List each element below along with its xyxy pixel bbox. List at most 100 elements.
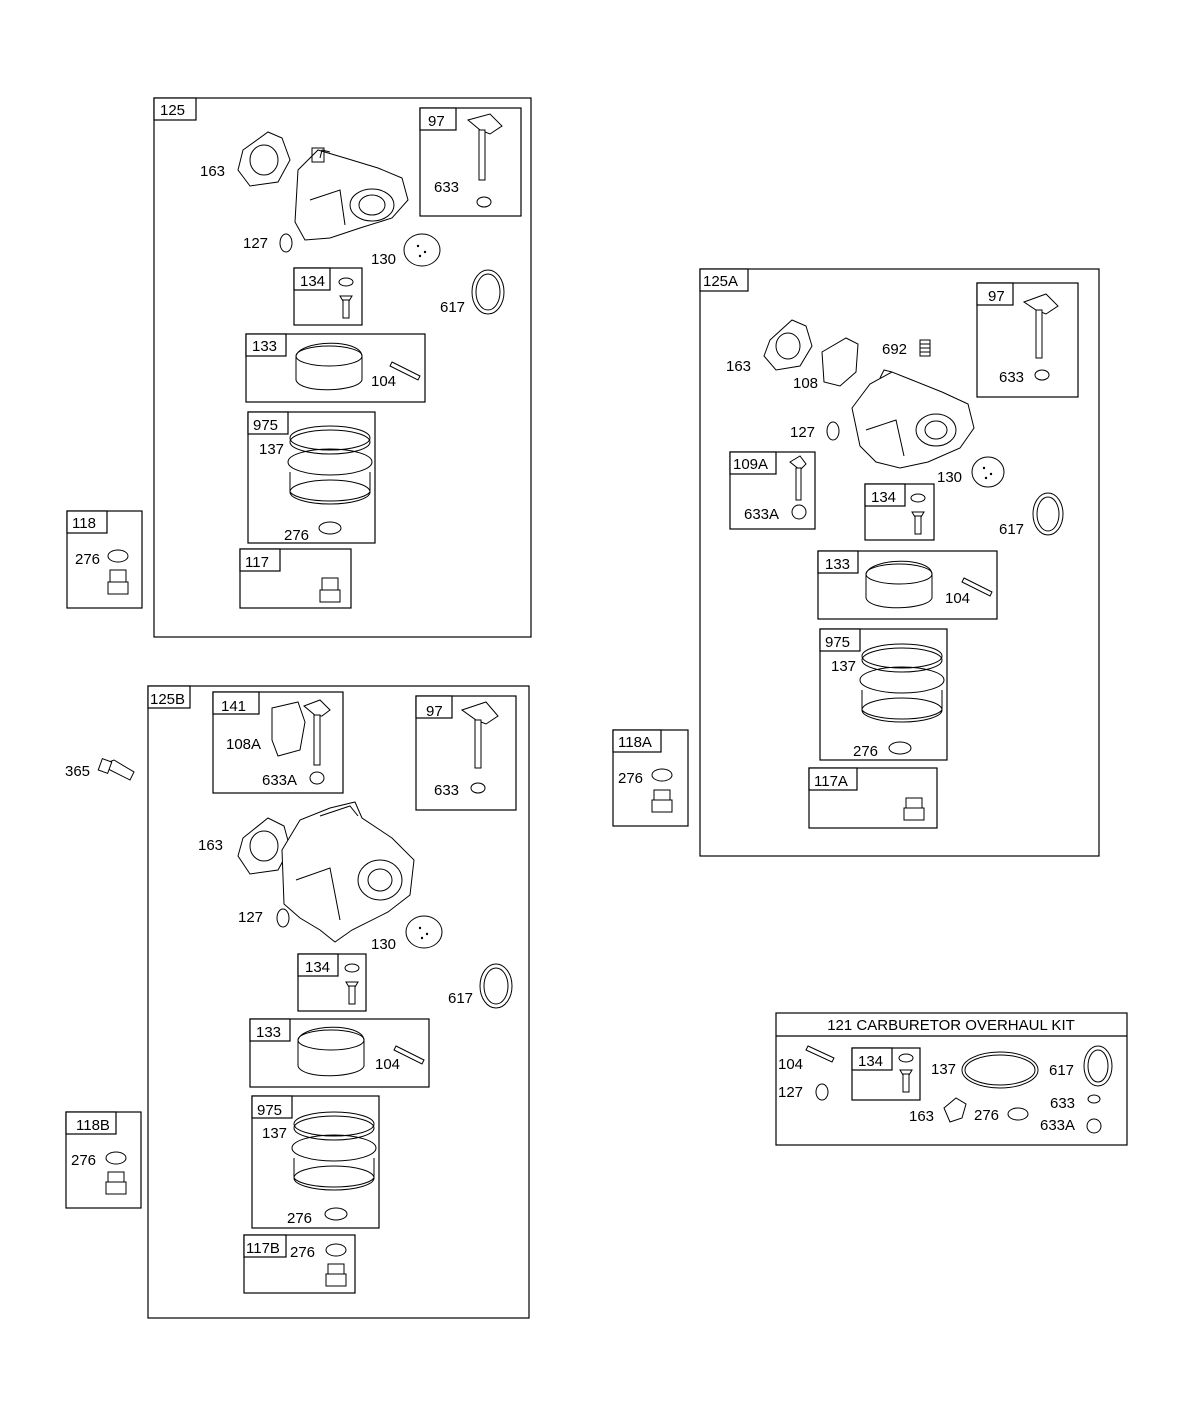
screw-365-drawing <box>97 758 135 781</box>
assembly-118b: 118B 276 <box>65 1111 142 1209</box>
callout-365: 365 <box>65 763 90 780</box>
callout-108a: 108A <box>226 736 261 753</box>
needle-valve-drawing <box>338 277 354 319</box>
assembly-125: 125 163 97 633 127 13 <box>153 97 532 638</box>
throttle-shaft-drawing <box>466 113 503 208</box>
washer-276-drawing <box>107 549 129 563</box>
kit-title: 121 CARBURETOR OVERHAUL KIT <box>827 1017 1075 1034</box>
box-label-134: 134 <box>300 273 325 290</box>
bowl-nut-118a-drawing <box>651 789 673 813</box>
oring-127-drawing <box>279 233 293 253</box>
callout-276: 276 <box>290 1244 315 1261</box>
plate-130-drawing <box>403 233 441 267</box>
callout-127: 127 <box>238 909 263 926</box>
callout-104: 104 <box>375 1056 400 1073</box>
choke-plate-108-drawing <box>821 337 859 387</box>
assembly-118a: 118A 276 <box>612 729 689 827</box>
box-label-141: 141 <box>221 698 246 715</box>
box-label-134: 134 <box>305 959 330 976</box>
pin-104-drawing <box>393 1045 425 1065</box>
callout-108: 108 <box>793 375 818 392</box>
throttle-shaft-drawing <box>460 701 499 794</box>
washer-276-drawing <box>1007 1107 1029 1121</box>
box-label-125b: 125B <box>150 691 185 708</box>
float-133-drawing <box>295 342 363 391</box>
assembly-125b: 125B 141 108A 633A 97 633 163 <box>147 685 530 1319</box>
callout-276: 276 <box>853 743 878 760</box>
callout-633: 633 <box>434 179 459 196</box>
callout-130: 130 <box>371 251 396 268</box>
float-bowl-975-drawing <box>291 1111 377 1221</box>
plate-130-drawing <box>405 915 443 949</box>
callout-104: 104 <box>371 373 396 390</box>
float-bowl-975-drawing <box>287 425 373 535</box>
callout-127: 127 <box>778 1084 803 1101</box>
box-label-97: 97 <box>988 288 1005 305</box>
callout-104: 104 <box>778 1056 803 1073</box>
pin-104-drawing <box>961 577 993 597</box>
box-label-109a: 109A <box>733 456 768 473</box>
callout-633: 633 <box>434 782 459 799</box>
box-label-975: 975 <box>253 417 278 434</box>
assembly-125a: 125A 163 108 692 97 633 <box>699 268 1100 857</box>
carburetor-body-drawing <box>281 801 415 943</box>
oring-127-drawing <box>815 1083 829 1101</box>
washer-276-drawing <box>325 1243 347 1257</box>
assembly-118: 118 276 <box>66 510 143 609</box>
callout-633: 633 <box>1050 1095 1075 1112</box>
washer-276-drawing <box>105 1151 127 1165</box>
choke-plate-141-drawing <box>271 699 331 785</box>
throttle-shaft-drawing <box>1022 293 1059 381</box>
bowl-nut-117b-drawing <box>325 1263 347 1287</box>
box-label-134: 134 <box>871 489 896 506</box>
bowl-nut-117-drawing <box>319 577 341 603</box>
callout-617: 617 <box>440 299 465 316</box>
needle-valve-drawing <box>344 963 360 1005</box>
callout-163: 163 <box>198 837 223 854</box>
callout-104: 104 <box>945 590 970 607</box>
float-bowl-975-drawing <box>859 643 945 755</box>
callout-276: 276 <box>287 1210 312 1227</box>
callout-633a: 633A <box>744 506 779 523</box>
callout-276: 276 <box>75 551 100 568</box>
gasket-617-drawing <box>479 963 513 1009</box>
overhaul-kit-121: 121 CARBURETOR OVERHAUL KIT 104 127 134 … <box>775 1012 1128 1146</box>
carburetor-body-drawing <box>294 147 409 241</box>
plate-130-drawing <box>971 456 1005 488</box>
washer-276-drawing <box>651 768 673 782</box>
callout-617: 617 <box>448 990 473 1007</box>
box-label-118b: 118B <box>76 1117 110 1134</box>
choke-shaft-109a-drawing <box>789 455 807 520</box>
box-label-975: 975 <box>257 1102 282 1119</box>
box-label-975: 975 <box>825 634 850 651</box>
callout-692: 692 <box>882 341 907 358</box>
callout-617: 617 <box>999 521 1024 538</box>
callout-633a: 633A <box>262 772 297 789</box>
float-133-drawing <box>865 560 933 609</box>
needle-valve-drawing <box>898 1053 914 1093</box>
callout-276: 276 <box>974 1107 999 1124</box>
callout-163: 163 <box>909 1108 934 1125</box>
callout-130: 130 <box>937 469 962 486</box>
callout-633a: 633A <box>1040 1117 1075 1134</box>
gasket-617-drawing <box>471 269 505 315</box>
callout-137: 137 <box>259 441 284 458</box>
gasket-617-drawing <box>1083 1045 1113 1087</box>
callout-163: 163 <box>726 358 751 375</box>
callout-276: 276 <box>284 527 309 544</box>
spring-692-drawing <box>919 339 931 357</box>
box-label-133: 133 <box>252 338 277 355</box>
box-label-117a: 117A <box>814 773 848 790</box>
callout-137: 137 <box>262 1125 287 1142</box>
box-label-125a: 125A <box>703 273 738 290</box>
gasket-163-drawing <box>237 131 291 187</box>
callout-617: 617 <box>1049 1062 1074 1079</box>
float-133-drawing <box>297 1026 365 1077</box>
callout-137: 137 <box>931 1061 956 1078</box>
box-label-125: 125 <box>160 102 185 119</box>
box-label-117b: 117B <box>246 1240 280 1257</box>
callout-127: 127 <box>243 235 268 252</box>
seal-633a-drawing <box>1086 1118 1102 1134</box>
pin-104-drawing <box>389 361 421 381</box>
